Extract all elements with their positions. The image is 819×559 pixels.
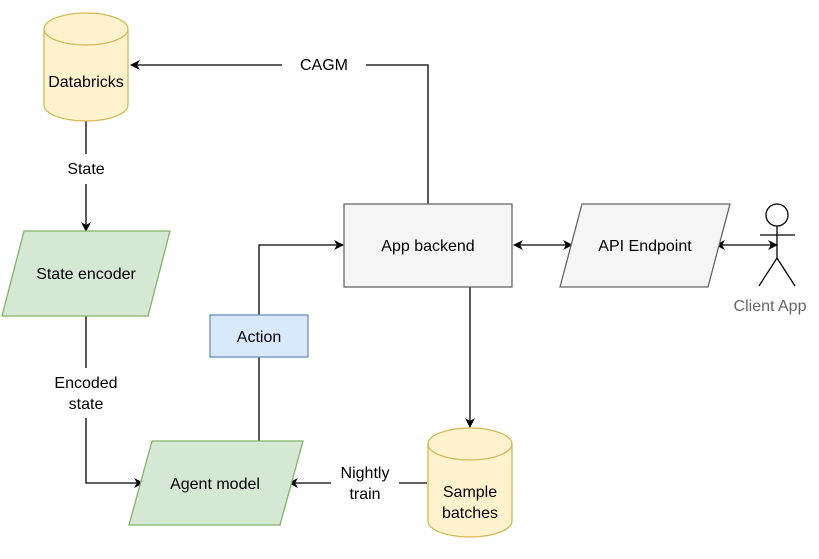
edge-label-encoded-state-line1: Encoded (54, 375, 117, 392)
node-label-app-backend: App backend (381, 238, 474, 255)
edge-label-cagm: CAGM (300, 57, 348, 74)
node-api-endpoint: API Endpoint (559, 203, 731, 288)
node-label-api-endpoint: API Endpoint (598, 238, 692, 255)
node-sample-batches: Sample batches (427, 427, 513, 538)
node-label-action: Action (237, 329, 281, 346)
node-label-databricks: Databricks (48, 74, 124, 91)
node-label-client-app: Client App (734, 298, 807, 315)
edge-nightly-train: Nightly train (288, 465, 427, 503)
edge-action (258, 240, 344, 441)
edge-label-state: State (67, 161, 104, 178)
edge-label-encoded-state-line2: state (69, 396, 104, 413)
edge-state: State (67, 121, 105, 232)
node-state-encoder: State encoder (1, 230, 171, 317)
node-label-agent-model: Agent model (170, 476, 260, 493)
stick-figure-icon (758, 203, 796, 287)
actor-client-app: Client App (734, 203, 807, 315)
node-app-backend: App backend (343, 203, 513, 288)
edge-label-nightly-train-line1: Nightly (341, 465, 390, 482)
node-databricks: Databricks (43, 12, 129, 122)
edge-label-nightly-train-line2: train (349, 486, 380, 503)
node-agent-model: Agent model (128, 440, 304, 526)
node-label-sample-batches-line1: Sample (443, 484, 497, 501)
edge-encoded-state: Encoded state (54, 316, 144, 488)
node-label-state-encoder: State encoder (36, 266, 136, 283)
node-label-sample-batches-line2: batches (442, 505, 498, 522)
edge-cagm: CAGM (130, 57, 429, 204)
node-action: Action (209, 314, 309, 358)
